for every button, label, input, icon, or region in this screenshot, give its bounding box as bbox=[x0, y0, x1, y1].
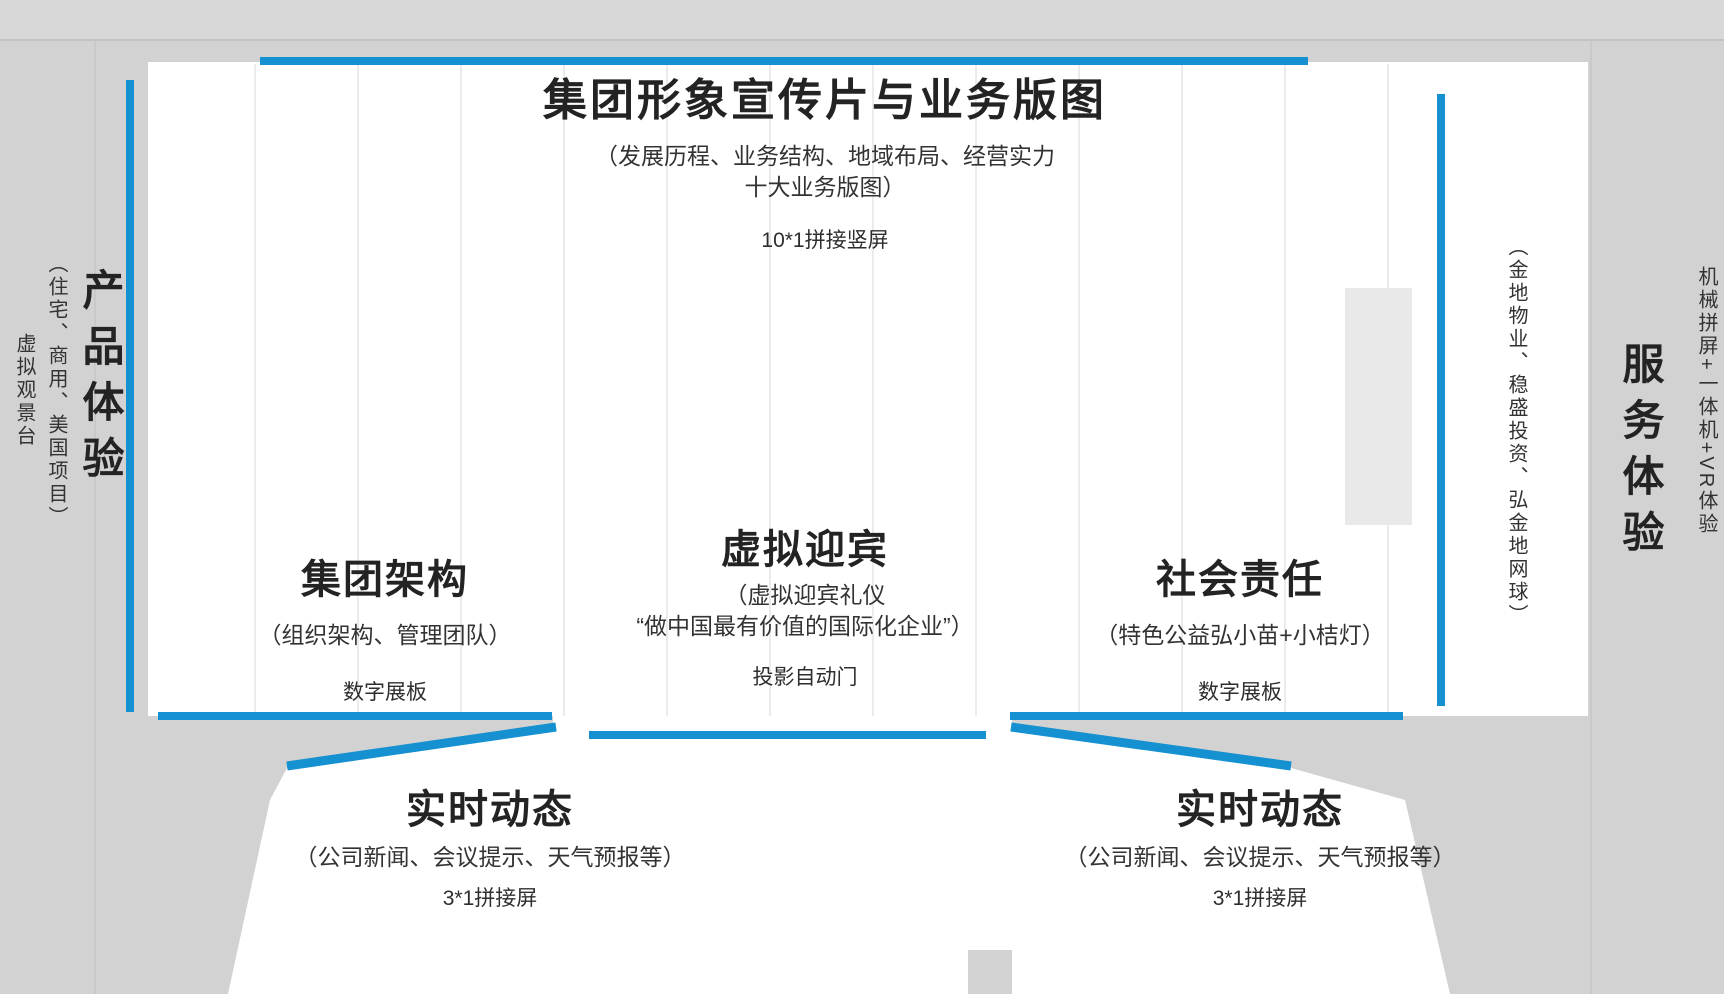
angled-screen-right bbox=[1010, 722, 1292, 771]
right-led-screen bbox=[1437, 94, 1445, 706]
left-zone-subtitle: （住宅、商用、美国项目） bbox=[45, 253, 67, 529]
entrance-apron bbox=[228, 726, 1450, 994]
top-zone-screen-note: 10*1拼接竖屏 bbox=[761, 228, 889, 252]
realtime-left-subtitle: （公司新闻、会议提示、天气预报等） bbox=[294, 844, 686, 870]
social-responsibility-title: 社会责任 bbox=[1156, 558, 1324, 602]
social-responsibility-zone: 社会责任 （特色公益弘小苗+小桔灯） 数字展板 bbox=[1040, 556, 1440, 706]
column-grid-lines bbox=[254, 64, 1389, 716]
realtime-left-title: 实时动态 bbox=[406, 788, 574, 832]
bottom-right-screen bbox=[1010, 712, 1403, 720]
angled-screen-left bbox=[286, 722, 557, 771]
top-screen-zone: 集团形象宣传片与业务版图 （发展历程、业务结构、地域布局、经营实力 十大业务版图… bbox=[515, 76, 1135, 254]
social-responsibility-screen-note: 数字展板 bbox=[1198, 681, 1282, 705]
virtual-welcome-subtitle-line1: （虚拟迎宾礼仪 bbox=[724, 582, 886, 608]
group-structure-title: 集团架构 bbox=[301, 558, 469, 602]
realtime-right-subtitle: （公司新闻、会议提示、天气预报等） bbox=[1064, 844, 1456, 870]
bottom-left-screen bbox=[158, 712, 552, 720]
virtual-welcome-title: 虚拟迎宾 bbox=[721, 528, 889, 572]
realtime-right-screen-note: 3*1拼接屏 bbox=[1212, 887, 1308, 911]
virtual-welcome-zone: 虚拟迎宾 （虚拟迎宾礼仪 “做中国最有价值的国际化企业”） 投影自动门 bbox=[570, 526, 1040, 691]
top-zone-subtitle-line1: （发展历程、业务结构、地域布局、经营实力 bbox=[595, 142, 1055, 169]
top-zone-title: 集团形象宣传片与业务版图 bbox=[543, 76, 1107, 125]
realtime-left-zone: 实时动态 （公司新闻、会议提示、天气预报等） 3*1拼接屏 bbox=[240, 786, 740, 912]
bottom-center-divider bbox=[968, 950, 1012, 994]
right-zone-title: 服务体验 bbox=[1617, 342, 1664, 566]
social-responsibility-subtitle: （特色公益弘小苗+小桔灯） bbox=[1095, 622, 1385, 648]
virtual-welcome-screen-note: 投影自动门 bbox=[752, 666, 858, 690]
center-entrance-screen bbox=[589, 731, 986, 739]
virtual-welcome-subtitle-line2: “做中国最有价值的国际化企业”） bbox=[636, 613, 974, 640]
left-led-screen bbox=[126, 80, 134, 712]
right-zone-note: 机械拼屏+一体机+VR体验 bbox=[1695, 266, 1717, 537]
top-led-screen bbox=[260, 57, 1308, 65]
left-zone-note: 虚拟观景台 bbox=[13, 333, 35, 448]
realtime-right-title: 实时动态 bbox=[1176, 788, 1344, 832]
realtime-right-zone: 实时动态 （公司新闻、会议提示、天气预报等） 3*1拼接屏 bbox=[1010, 786, 1510, 912]
top-wall-band bbox=[0, 0, 1724, 40]
group-structure-screen-note: 数字展板 bbox=[343, 681, 427, 705]
group-structure-zone: 集团架构 （组织架构、管理团队） 数字展板 bbox=[180, 556, 590, 706]
realtime-left-screen-note: 3*1拼接屏 bbox=[442, 887, 538, 911]
top-zone-subtitle-line2: 十大业务版图） bbox=[744, 173, 906, 200]
group-structure-subtitle: （组织架构、管理团队） bbox=[258, 622, 512, 648]
left-zone-title: 产品体验 bbox=[77, 268, 124, 492]
right-zone-subtitle: （金地物业、稳盛投资、弘金地网球） bbox=[1505, 236, 1527, 627]
service-core-block bbox=[1345, 288, 1412, 525]
